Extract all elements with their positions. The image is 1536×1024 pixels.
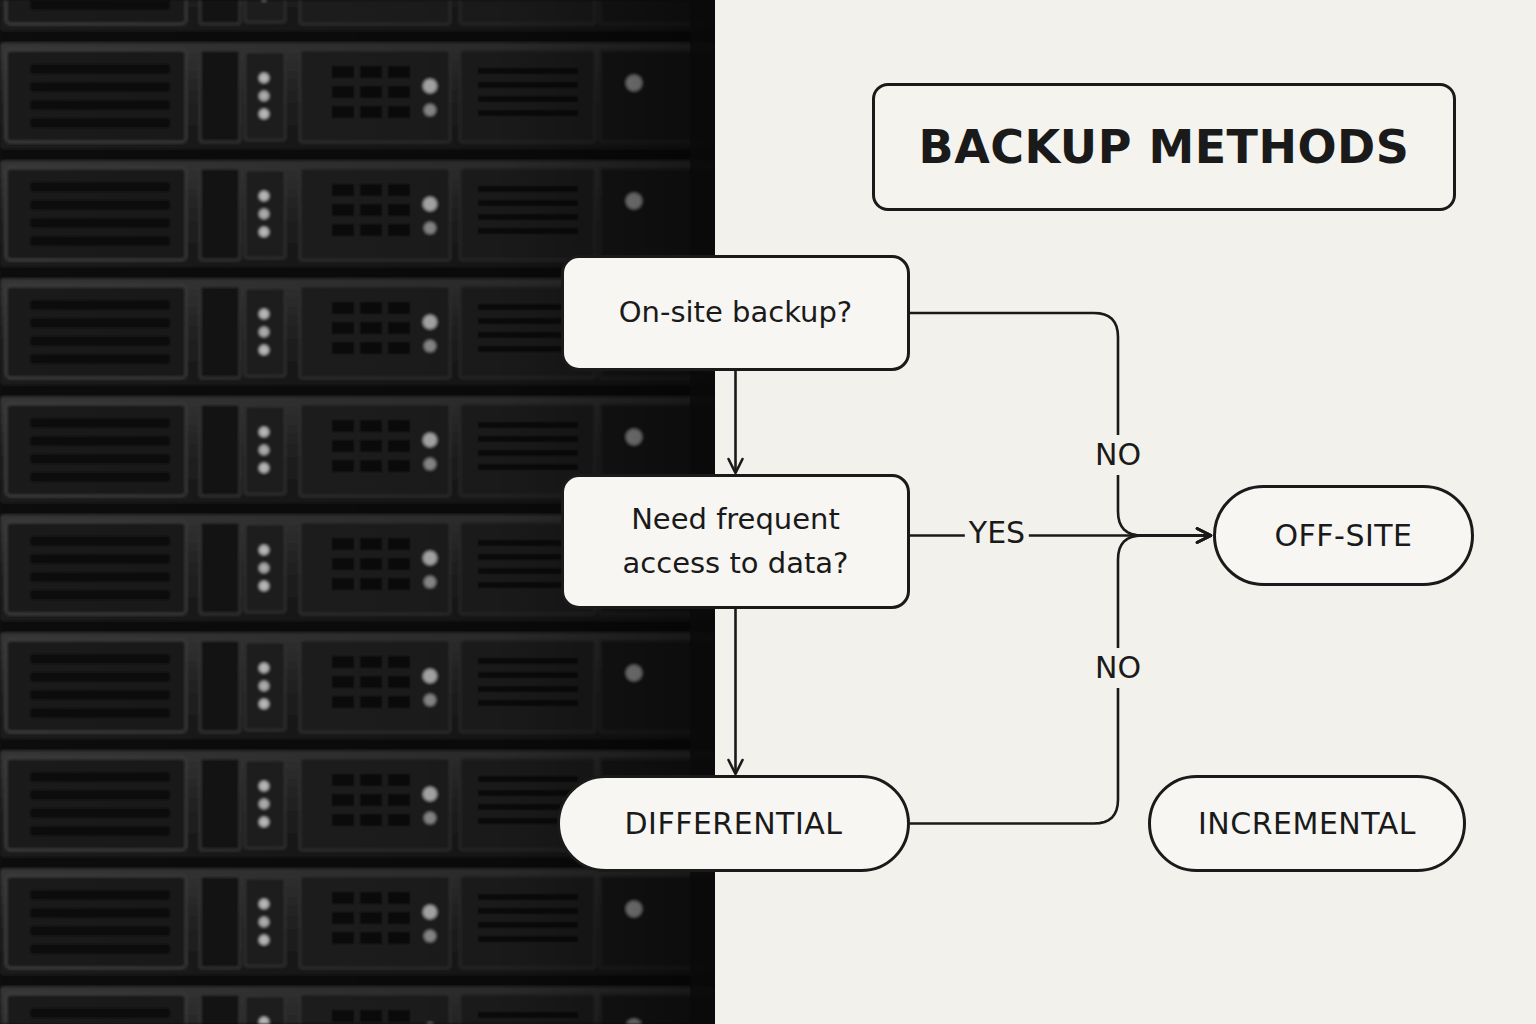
edge-label: NO	[1091, 648, 1145, 688]
title-box: BACKUP METHODS	[872, 83, 1456, 211]
edge-label: YES	[965, 513, 1029, 553]
node-label: INCREMENTAL	[1198, 801, 1416, 846]
edge-label: NO	[1091, 435, 1145, 475]
result-terminal: OFF-SITE	[1213, 485, 1474, 586]
flow-arrow	[734, 609, 737, 774]
flow-arrow	[734, 371, 737, 473]
result-terminal: DIFFERENTIAL	[557, 775, 910, 872]
decision-box: Need frequent access to data?	[561, 474, 910, 609]
node-label: OFF-SITE	[1274, 513, 1412, 558]
flow-arrow	[910, 313, 1211, 536]
diagram-title: BACKUP METHODS	[919, 120, 1410, 174]
node-label: On-site backup?	[619, 291, 852, 335]
flow-arrow	[910, 536, 1211, 824]
result-terminal: INCREMENTAL	[1148, 775, 1466, 872]
node-label: Need frequent access to data?	[594, 498, 877, 585]
node-label: DIFFERENTIAL	[624, 801, 842, 846]
decision-box: On-site backup?	[561, 255, 910, 371]
